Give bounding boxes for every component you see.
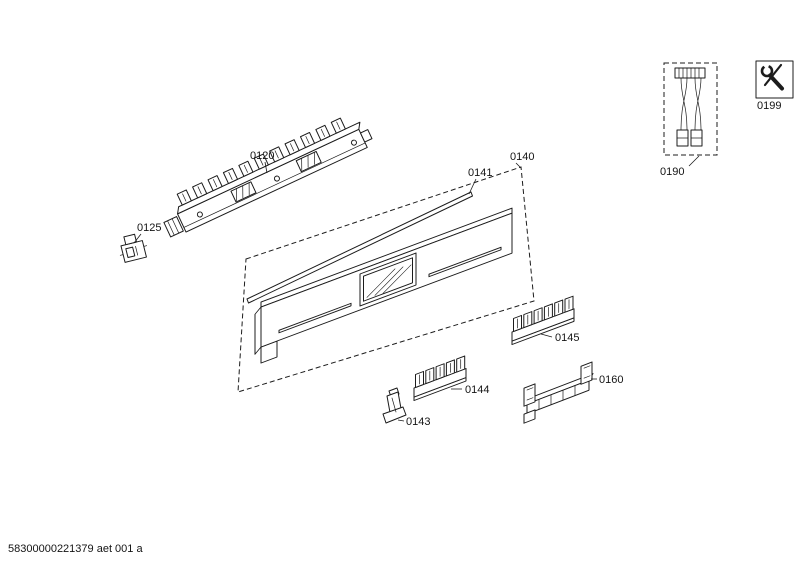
part-0125-leader bbox=[133, 233, 142, 244]
document-number: 58300000221379 aet 001 a bbox=[8, 543, 143, 555]
part-0120-label: 0120 bbox=[250, 150, 274, 162]
part-0120-leader bbox=[264, 161, 268, 174]
panel-body-graphic bbox=[254, 207, 513, 364]
part-0140-label: 0140 bbox=[510, 151, 534, 163]
part-0125-label: 0125 bbox=[137, 222, 161, 234]
part-0160-label: 0160 bbox=[599, 374, 623, 386]
part-0145-leader bbox=[540, 333, 553, 338]
part-0190-graphic bbox=[674, 67, 706, 147]
part-0141-leader bbox=[468, 178, 477, 195]
part-0140-envelope bbox=[237, 166, 535, 393]
part-0143-label: 0143 bbox=[406, 416, 430, 428]
part-0145-graphic bbox=[511, 295, 575, 346]
tool-box bbox=[755, 60, 794, 99]
part-0190-leader bbox=[688, 155, 700, 167]
part-0140-leader bbox=[515, 162, 522, 169]
part-0144-label: 0144 bbox=[465, 384, 489, 396]
part-0141-graphic bbox=[246, 191, 473, 304]
wrench-icon bbox=[760, 63, 784, 91]
part-0143-graphic bbox=[382, 387, 407, 424]
part-0190-box bbox=[663, 62, 718, 156]
part-0145-label: 0145 bbox=[555, 332, 579, 344]
part-0125-graphic bbox=[119, 233, 148, 263]
part-0143-leader bbox=[397, 419, 405, 422]
part-0190-label: 0190 bbox=[660, 166, 684, 178]
part-0120-graphic bbox=[163, 117, 373, 238]
part-0144-graphic bbox=[413, 355, 467, 402]
part-0160-graphic bbox=[523, 361, 594, 424]
part-0141-label: 0141 bbox=[468, 167, 492, 179]
part-0199-label: 0199 bbox=[757, 100, 781, 112]
